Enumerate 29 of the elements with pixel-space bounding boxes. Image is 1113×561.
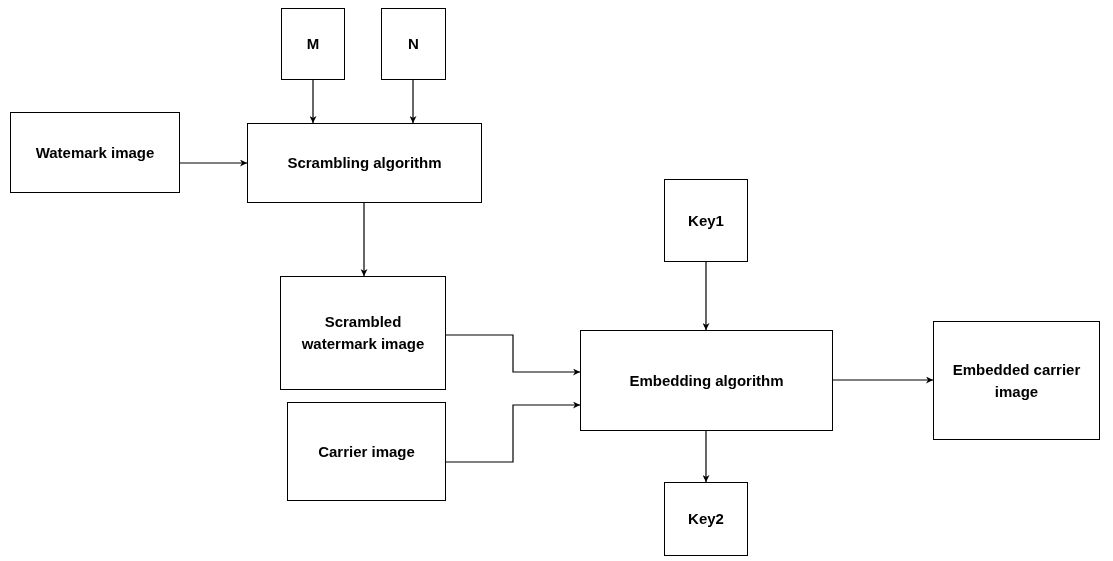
process-box — [664, 482, 748, 556]
process-box — [281, 8, 345, 80]
arrow — [445, 334, 581, 376]
process-box — [664, 179, 748, 262]
box-label: Key1 — [688, 210, 724, 231]
box-label: Key2 — [688, 509, 724, 529]
box-label: Scrambling algorithm — [287, 153, 442, 173]
process-box — [933, 321, 1100, 440]
arrow — [702, 261, 710, 331]
box-label: Embedding algorithm — [629, 370, 784, 391]
arrow — [409, 79, 417, 124]
process-box — [287, 402, 446, 501]
arrow — [309, 79, 317, 124]
box-label: Watemark image — [35, 142, 155, 163]
process-box — [247, 123, 482, 203]
box-label: Scrambled watermark image — [300, 312, 426, 354]
arrow — [445, 401, 581, 463]
arrow — [360, 202, 368, 277]
box-label: M — [306, 34, 320, 54]
arrow — [702, 430, 710, 483]
process-box — [381, 8, 446, 80]
box-label: Carrier image — [318, 441, 415, 462]
process-box — [280, 276, 446, 390]
box-label: Embedded carrier image — [951, 359, 1082, 402]
arrow — [832, 376, 934, 384]
process-box — [580, 330, 833, 431]
arrow — [179, 159, 248, 167]
box-label: N — [408, 34, 419, 54]
process-box — [10, 112, 180, 193]
